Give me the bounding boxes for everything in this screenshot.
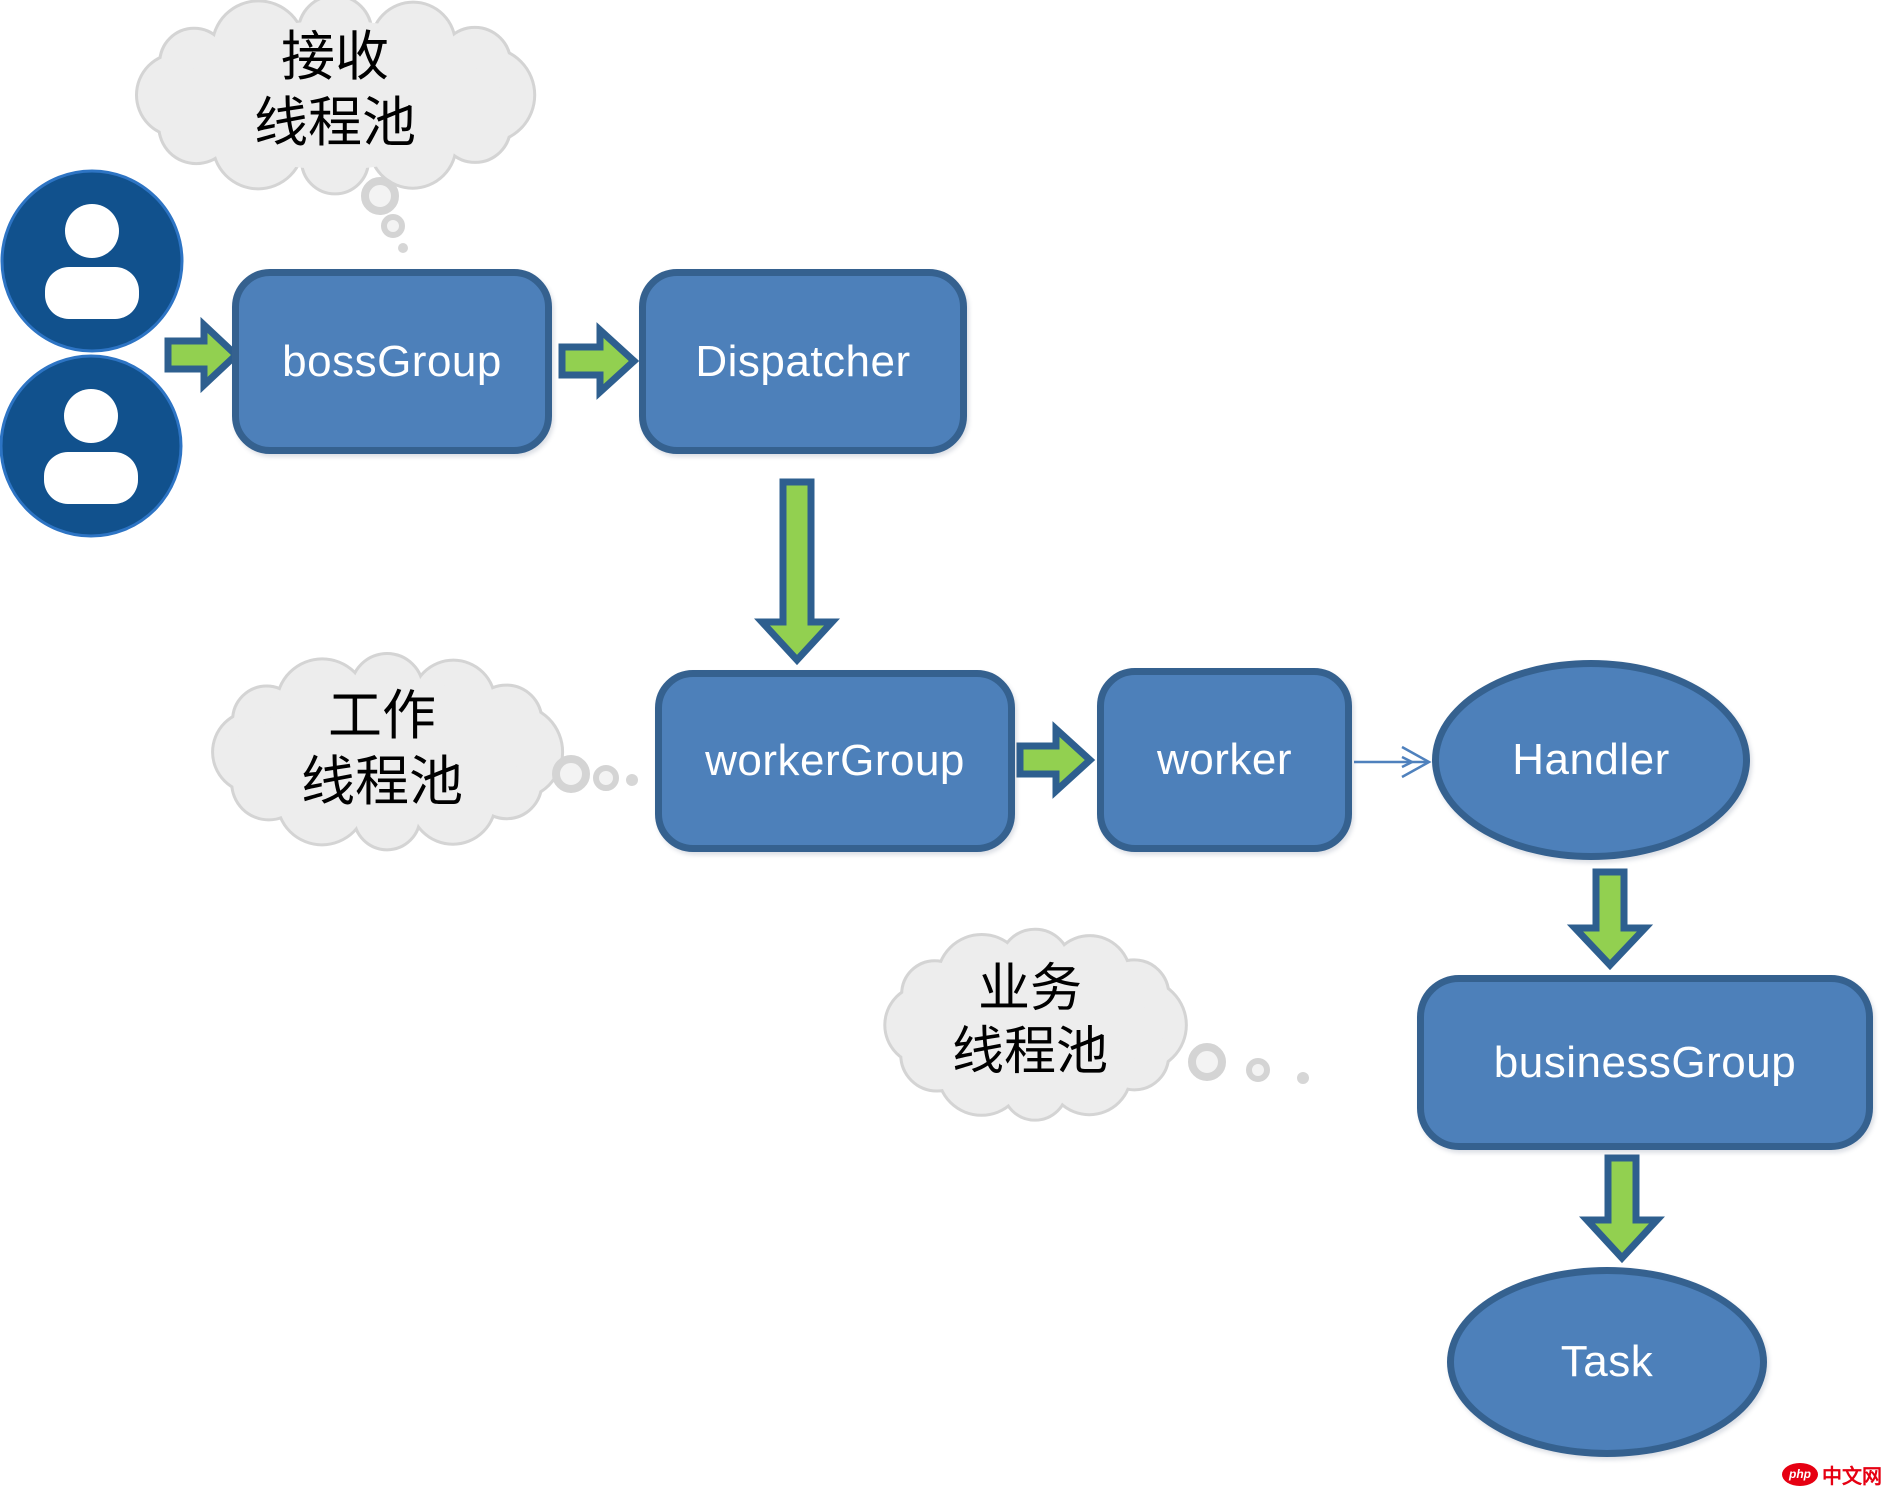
node-label: Handler	[1512, 735, 1670, 784]
node-workergroup: workerGroup	[655, 670, 1015, 852]
cloud-caption-work-pool: 工作 线程池	[301, 686, 463, 812]
node-label: Dispatcher	[695, 336, 911, 386]
thought-cloud-business-pool	[883, 927, 1188, 1122]
arrow-bossgroup-to-dispatcher	[558, 322, 640, 400]
node-task: Task	[1447, 1267, 1767, 1457]
node-label: businessGroup	[1493, 1037, 1797, 1087]
node-label: bossGroup	[282, 336, 502, 386]
arrow-worker-to-handler	[1354, 745, 1432, 779]
thought-cloud-receive-pool	[134, 0, 537, 196]
node-worker: worker	[1097, 668, 1352, 852]
node-handler: Handler	[1432, 660, 1750, 860]
arrow-handler-to-businessgroup	[1566, 868, 1654, 971]
user-icon	[0, 354, 183, 538]
arrow-users-to-bossgroup	[164, 316, 242, 394]
cloud-caption-business-pool: 业务 线程池	[951, 961, 1108, 1082]
thought-cloud-work-pool	[211, 652, 565, 852]
arrow-dispatcher-to-workergroup	[754, 478, 840, 666]
thought-bubbles-business	[1188, 1043, 1309, 1084]
cloud-caption-receive-pool: 接收 线程池	[254, 27, 416, 153]
node-bossgroup: bossGroup	[232, 269, 552, 454]
thought-bubbles-work	[552, 755, 638, 793]
php-logo-icon: php	[1782, 1462, 1818, 1486]
node-label: workerGroup	[705, 736, 965, 785]
node-businessgroup: businessGroup	[1417, 975, 1873, 1150]
arrow-businessgroup-to-task	[1579, 1154, 1665, 1264]
thought-bubbles-receive	[361, 177, 408, 253]
watermark-text: 中文网	[1822, 1465, 1882, 1488]
node-label: worker	[1156, 735, 1293, 784]
arrow-workergroup-to-worker	[1016, 721, 1096, 799]
node-label: Task	[1560, 1337, 1654, 1386]
watermark-php-cn: php 中文网	[1782, 1461, 1882, 1488]
user-icon	[0, 169, 184, 353]
node-dispatcher: Dispatcher	[639, 269, 967, 454]
